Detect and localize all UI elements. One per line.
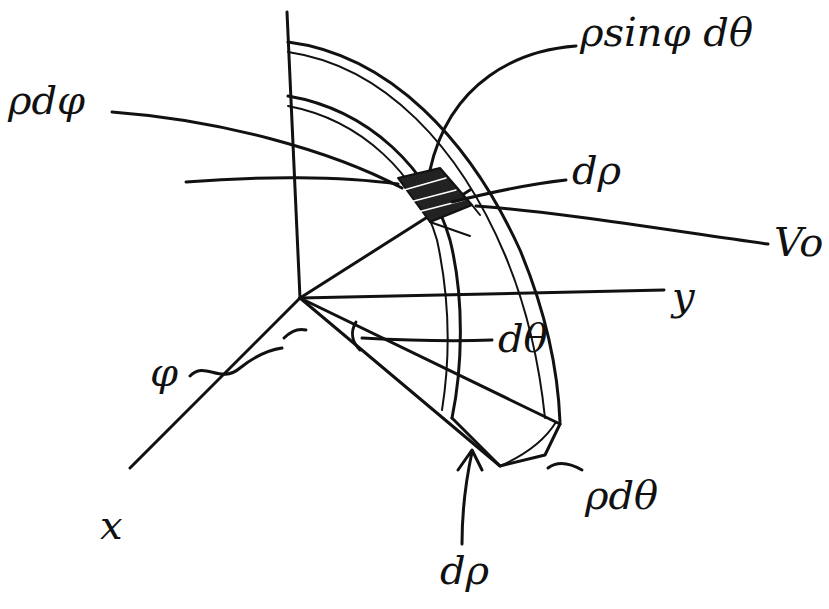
leader-line [452,180,566,202]
projection-line [300,298,560,424]
volume-element [398,168,472,222]
leader-line [476,206,768,244]
leader-line [190,348,282,376]
leader-line [186,178,398,184]
math-label: dθ [498,318,548,358]
math-label: ρsinφ dθ [580,12,753,52]
leader-line [430,46,576,170]
theta-angle-mark [353,322,360,350]
math-label: ρdφ [8,80,85,120]
volume-hatch [404,178,464,212]
math-label: x [100,505,123,545]
z-axis [287,12,300,298]
inner-arc [288,96,460,418]
outer-arc [288,42,560,422]
math-label: Vo [774,222,823,262]
math-label: dρ [440,550,489,590]
math-label: y [672,276,695,316]
phi-angle-mark [284,329,306,338]
leader-line [112,112,402,188]
math-label: ρdθ [585,475,658,515]
math-label: dρ [572,150,621,190]
leader-line [548,464,582,470]
math-label: φ [150,352,178,392]
y-axis [300,290,664,298]
element-edge [430,205,480,236]
base-edge [452,418,560,466]
leader-line [362,338,492,341]
leader-arrow [458,450,482,544]
x-axis [130,298,300,468]
outer-arc [288,52,545,418]
base-arc [500,422,556,466]
